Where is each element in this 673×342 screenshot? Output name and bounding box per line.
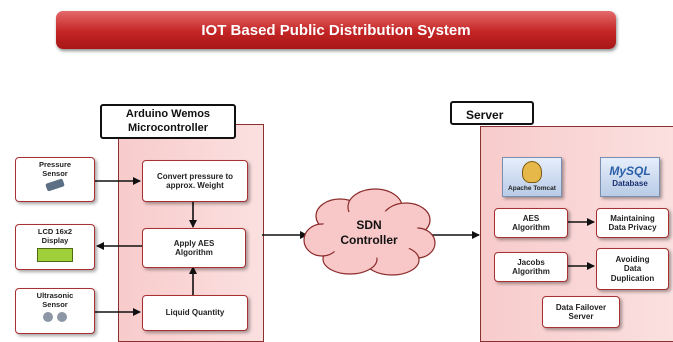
dedup-line1: Avoiding bbox=[615, 255, 650, 265]
avoid-duplication-box: Avoiding Data Duplication bbox=[596, 248, 669, 290]
microcontroller-label-line1: Arduino Wemos bbox=[125, 108, 211, 120]
lcd-display-line1: LCD 16x2 bbox=[37, 227, 73, 236]
data-privacy-line2: Data Privacy bbox=[608, 223, 657, 232]
data-privacy-box: Maintaining Data Privacy bbox=[596, 208, 669, 238]
apply-aes-line1: Apply AES bbox=[173, 238, 215, 248]
tomcat-logo: Apache Tomcat bbox=[502, 157, 562, 197]
tomcat-caption: Apache Tomcat bbox=[508, 185, 556, 192]
dedup-line3: Duplication bbox=[610, 273, 655, 283]
title-text: IOT Based Public Distribution System bbox=[201, 21, 471, 39]
cloud-shape bbox=[303, 188, 436, 276]
pressure-sensor-box: Pressure Sensor bbox=[15, 157, 95, 202]
data-privacy-line1: Maintaining bbox=[610, 213, 655, 223]
apply-aes-box: Apply AES Algorithm bbox=[142, 228, 246, 268]
pressure-sensor-icon bbox=[45, 178, 65, 192]
lcd-display-box: LCD 16x2 Display bbox=[15, 224, 95, 270]
lcd-display-line2: Display bbox=[41, 235, 69, 245]
pressure-sensor-line1: Pressure bbox=[38, 160, 72, 169]
microcontroller-label-line2: Microcontroller bbox=[127, 122, 209, 134]
mysql-logo: MySQL Database bbox=[600, 157, 660, 197]
apply-aes-line2: Algorithm bbox=[175, 248, 213, 257]
convert-pressure-box: Convert pressure to approx. Weight bbox=[142, 160, 248, 202]
liquid-quantity-box: Liquid Quantity bbox=[142, 295, 248, 331]
tomcat-icon bbox=[522, 161, 542, 183]
ultrasonic-sensor-line2: Sensor bbox=[42, 299, 68, 309]
data-failover-box: Data Failover Server bbox=[542, 296, 620, 328]
pressure-sensor-line2: Sensor bbox=[42, 168, 68, 178]
dedup-line2: Data bbox=[623, 264, 642, 274]
mysql-caption: Database bbox=[612, 179, 648, 188]
failover-line2: Server bbox=[568, 312, 594, 321]
server-aes-line2: Algorithm bbox=[512, 223, 550, 232]
server-label-text: Server bbox=[466, 108, 504, 122]
sdn-label-line1: SDN bbox=[356, 218, 382, 232]
failover-line1: Data Failover bbox=[555, 302, 607, 312]
jacobs-line2: Algorithm bbox=[512, 267, 550, 276]
ultrasonic-sensor-box: Ultrasonic Sensor bbox=[15, 288, 95, 334]
jacobs-line1: Jacobs bbox=[517, 257, 545, 267]
mysql-icon: MySQL bbox=[601, 164, 659, 178]
ultrasonic-sensor-icon bbox=[43, 312, 67, 323]
server-aes-box: AES Algorithm bbox=[494, 208, 568, 238]
server-label: Server bbox=[450, 101, 534, 125]
lcd-display-icon bbox=[37, 248, 73, 263]
convert-pressure-line2: approx. Weight bbox=[166, 181, 224, 190]
liquid-quantity-line1: Liquid Quantity bbox=[165, 308, 225, 318]
microcontroller-label: Arduino Wemos Microcontroller bbox=[100, 104, 236, 139]
ultrasonic-sensor-line1: Ultrasonic bbox=[36, 291, 74, 300]
sdn-controller-label: SDN Controller bbox=[318, 218, 420, 248]
sdn-label-line2: Controller bbox=[340, 233, 398, 247]
mysql-brand: MySQL bbox=[609, 164, 651, 178]
server-aes-line1: AES bbox=[522, 213, 540, 223]
convert-pressure-line1: Convert pressure to bbox=[156, 171, 234, 181]
jacobs-algorithm-box: Jacobs Algorithm bbox=[494, 252, 568, 282]
title-banner: IOT Based Public Distribution System bbox=[56, 11, 616, 49]
